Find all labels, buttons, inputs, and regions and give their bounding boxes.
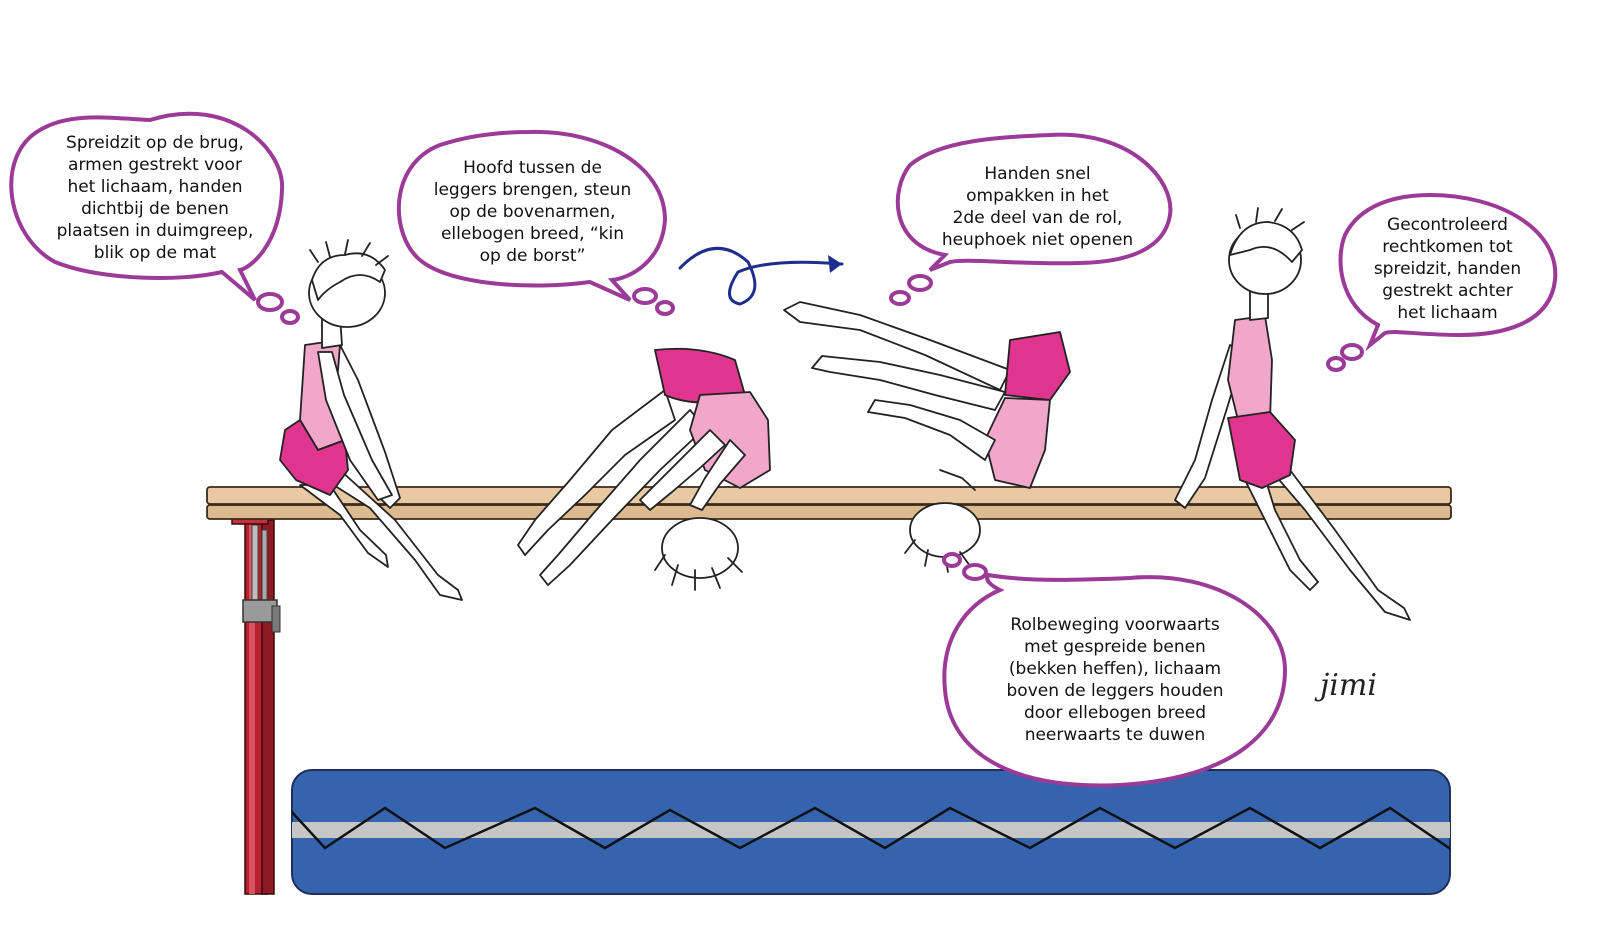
bubble-5-line-5: door ellebogen breed <box>1023 703 1207 723</box>
bubble-2-line-4: ellebogen breed, “kin <box>440 224 625 244</box>
bubble-5-line-4: boven de leggers houden <box>1006 681 1224 701</box>
bubble-4-line-3: spreidzit, handen <box>1373 259 1522 279</box>
bubble-4-line-2: rechtkomen tot <box>1382 237 1513 257</box>
motion-arrow-icon <box>678 247 844 306</box>
bubble-4-text: Gecontroleerd rechtkomen tot spreidzit, … <box>1345 214 1550 324</box>
bubble-4-line-5: het lichaam <box>1397 303 1498 323</box>
bubble-1-text: Spreidzit op de brug, armen gestrekt voo… <box>35 132 275 264</box>
bubble-2-line-1: Hoofd tussen de <box>463 158 602 178</box>
bubble-2-line-3: op de bovenarmen, <box>449 202 616 222</box>
thought-bubble-3 <box>889 132 1173 306</box>
bubble-3-text: Handen snel ompakken in het 2de deel van… <box>910 163 1165 251</box>
bubble-3-line-3: 2de deel van de rol, <box>952 208 1123 228</box>
bubble-3-line-2: ompakken in het <box>966 186 1109 206</box>
bubble-3-line-1: Handen snel <box>984 164 1091 184</box>
gymnast-roll-start <box>517 347 771 591</box>
bubble-4-line-1: Gecontroleerd <box>1387 215 1508 235</box>
mat-zigzag-pattern <box>292 806 1450 852</box>
bubble-3-line-4: heuphoek niet openen <box>941 230 1134 250</box>
bubble-1-line-1: Spreidzit op de brug, <box>66 133 244 153</box>
bubble-1-line-5: plaatsen in duimgreep, <box>56 221 254 241</box>
parallel-bars <box>206 486 1452 520</box>
bubble-1-line-4: dichtbij de benen <box>81 199 229 219</box>
thought-bubble-2 <box>396 129 675 316</box>
thought-bubble-4 <box>1326 192 1558 372</box>
bubble-1-line-2: armen gestrekt voor <box>68 155 242 175</box>
bubble-5-line-2: met gespreide benen <box>1024 637 1206 657</box>
bubble-1-line-3: het lichaam, handen <box>67 177 243 197</box>
gymnast-straddle-sit <box>279 239 463 601</box>
gymnast-straddle-finish <box>1174 207 1411 621</box>
artist-signature: jimi <box>1320 668 1377 703</box>
thought-bubble-1 <box>9 111 300 325</box>
floor-mat <box>291 769 1451 895</box>
bar-post <box>231 507 281 895</box>
bubble-5-line-1: Rolbeweging voorwaarts <box>1010 615 1220 635</box>
bubble-5-line-6: neerwaarts te duwen <box>1024 725 1206 745</box>
gymnast-roll-regrasp <box>783 301 1071 573</box>
thought-bubble-5 <box>942 552 1288 788</box>
bubble-2-line-2: leggers brengen, steun <box>433 180 632 200</box>
bubble-5-text: Rolbeweging voorwaarts met gespreide ben… <box>965 614 1265 746</box>
bubble-4-line-4: gestrekt achter <box>1382 281 1513 301</box>
bubble-2-line-5: op de borst” <box>479 246 586 266</box>
bubble-2-text: Hoofd tussen de leggers brengen, steun o… <box>410 157 655 267</box>
bubble-5-line-3: (bekken heffen), lichaam <box>1008 659 1222 679</box>
bubble-1-line-6: blik op de mat <box>93 243 217 263</box>
